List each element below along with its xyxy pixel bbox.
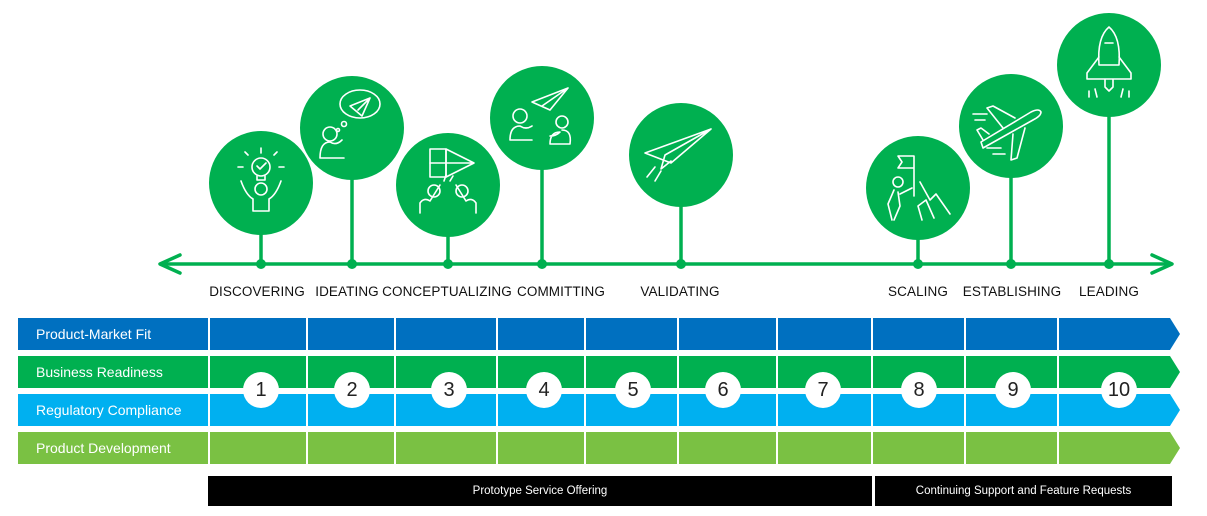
track-label: Business Readiness <box>18 356 208 388</box>
stage-circle <box>300 76 404 180</box>
track-cell-stage-6 <box>679 318 776 350</box>
pin-dot <box>676 259 686 269</box>
stage-label-4: COMMITTING <box>517 284 605 299</box>
stage-circle <box>396 133 500 237</box>
stage-pins <box>209 13 1161 269</box>
track-cell-stage-5 <box>586 432 677 464</box>
stage-label-1: DISCOVERING <box>209 284 305 299</box>
track-cell-stage-2 <box>308 432 394 464</box>
stage-number-3: 3 <box>431 372 467 408</box>
stage-number-7: 7 <box>805 372 841 408</box>
pin-dot <box>1006 259 1016 269</box>
track-cell-stage-7 <box>778 318 871 350</box>
track-cell-stage-4 <box>498 432 584 464</box>
stage-number-9: 9 <box>995 372 1031 408</box>
stage-number-4: 4 <box>526 372 562 408</box>
track-row-regulatory-compliance: Regulatory Compliance <box>18 394 1183 426</box>
stage-number-5: 5 <box>615 372 651 408</box>
stage-pin-6 <box>629 103 733 269</box>
track-cell-stage-5 <box>586 318 677 350</box>
stage-pin-10 <box>1057 13 1161 269</box>
stage-pin-4 <box>490 66 594 269</box>
prototype-service-offering-bar: Prototype Service Offering <box>208 476 872 506</box>
stage-number-1: 1 <box>243 372 279 408</box>
stage-pin-8 <box>866 136 970 269</box>
track-cell-stage-10 <box>1059 432 1180 464</box>
track-cell-stage-10 <box>1059 318 1180 350</box>
track-cell-stage-9 <box>966 432 1057 464</box>
track-cell-stage-3 <box>396 432 496 464</box>
thinking-paper-plane-icon <box>319 89 381 159</box>
track-label: Product-Market Fit <box>18 318 208 350</box>
track-cell-stage-2 <box>308 318 394 350</box>
stage-number-8: 8 <box>901 372 937 408</box>
left-arrowhead <box>158 253 182 275</box>
stage-label-10: LEADING <box>1079 284 1139 299</box>
track-cell-stage-1 <box>210 318 306 350</box>
track-label: Regulatory Compliance <box>18 394 208 426</box>
stage-number-2: 2 <box>334 372 370 408</box>
track-cell-stage-7 <box>778 432 871 464</box>
stage-pin-1 <box>209 131 313 269</box>
track-cell-stage-8 <box>873 318 964 350</box>
high-five-folding-plane-icon <box>419 148 477 214</box>
pin-dot <box>256 259 266 269</box>
stage-label-2: IDEATING <box>315 284 379 299</box>
pin-dot <box>443 259 453 269</box>
stage-circle <box>959 74 1063 178</box>
track-row-product-market-fit: Product-Market Fit <box>18 318 1183 350</box>
track-cell-stage-1 <box>210 432 306 464</box>
two-people-paper-plane-icon <box>509 87 572 145</box>
track-cell-stage-8 <box>873 432 964 464</box>
continuing-support-bar: Continuing Support and Feature Requests <box>875 476 1172 506</box>
track-cell-stage-3 <box>396 318 496 350</box>
track-label: Product Development <box>18 432 208 464</box>
climber-flag-icon <box>887 155 951 221</box>
stage-number-10: 10 <box>1101 372 1137 408</box>
airplane-icon <box>972 105 1042 161</box>
stage-label-9: ESTABLISHING <box>962 284 1062 299</box>
stage-label-3: CONCEPTUALIZING <box>382 284 512 299</box>
stage-number-6: 6 <box>705 372 741 408</box>
stage-label-6: VALIDATING <box>640 284 720 299</box>
stage-label-8: SCALING <box>888 284 948 299</box>
stage-pin-2 <box>300 76 404 269</box>
stage-pin-3 <box>396 133 500 269</box>
flying-paper-plane-icon <box>644 128 712 182</box>
timeline <box>158 13 1174 275</box>
stage-circle <box>490 66 594 170</box>
track-cell-stage-6 <box>679 432 776 464</box>
stage-pin-9 <box>959 74 1063 269</box>
rocket-icon <box>1086 26 1132 98</box>
stage-circle <box>866 136 970 240</box>
right-arrowhead <box>1150 253 1174 275</box>
pin-dot <box>913 259 923 269</box>
lightbulb-person-icon <box>237 147 285 212</box>
track-cell-stage-4 <box>498 318 584 350</box>
pin-dot <box>537 259 547 269</box>
track-cell-stage-9 <box>966 318 1057 350</box>
pin-dot <box>347 259 357 269</box>
pin-dot <box>1104 259 1114 269</box>
timeline-axis <box>158 253 1174 275</box>
track-row-product-development: Product Development <box>18 432 1183 464</box>
